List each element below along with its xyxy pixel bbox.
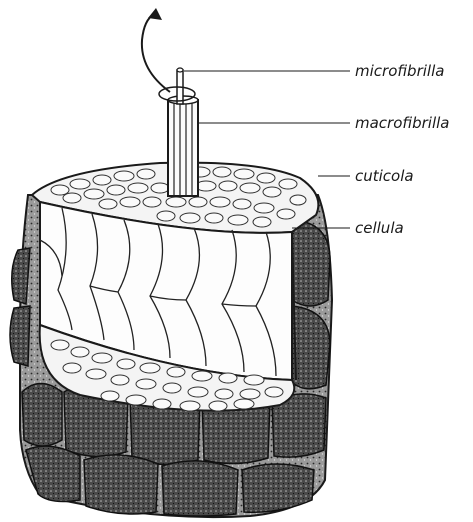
label-cellula: cellula (355, 219, 404, 237)
macrofibril-bundle (168, 96, 198, 196)
twist-arrow-icon (142, 8, 170, 92)
label-cuticola: cuticola (355, 167, 414, 185)
label-microfibrilla: microfibrilla (355, 62, 444, 80)
label-macrofibrilla: macrofibrilla (355, 114, 449, 132)
microfibril (159, 68, 195, 104)
